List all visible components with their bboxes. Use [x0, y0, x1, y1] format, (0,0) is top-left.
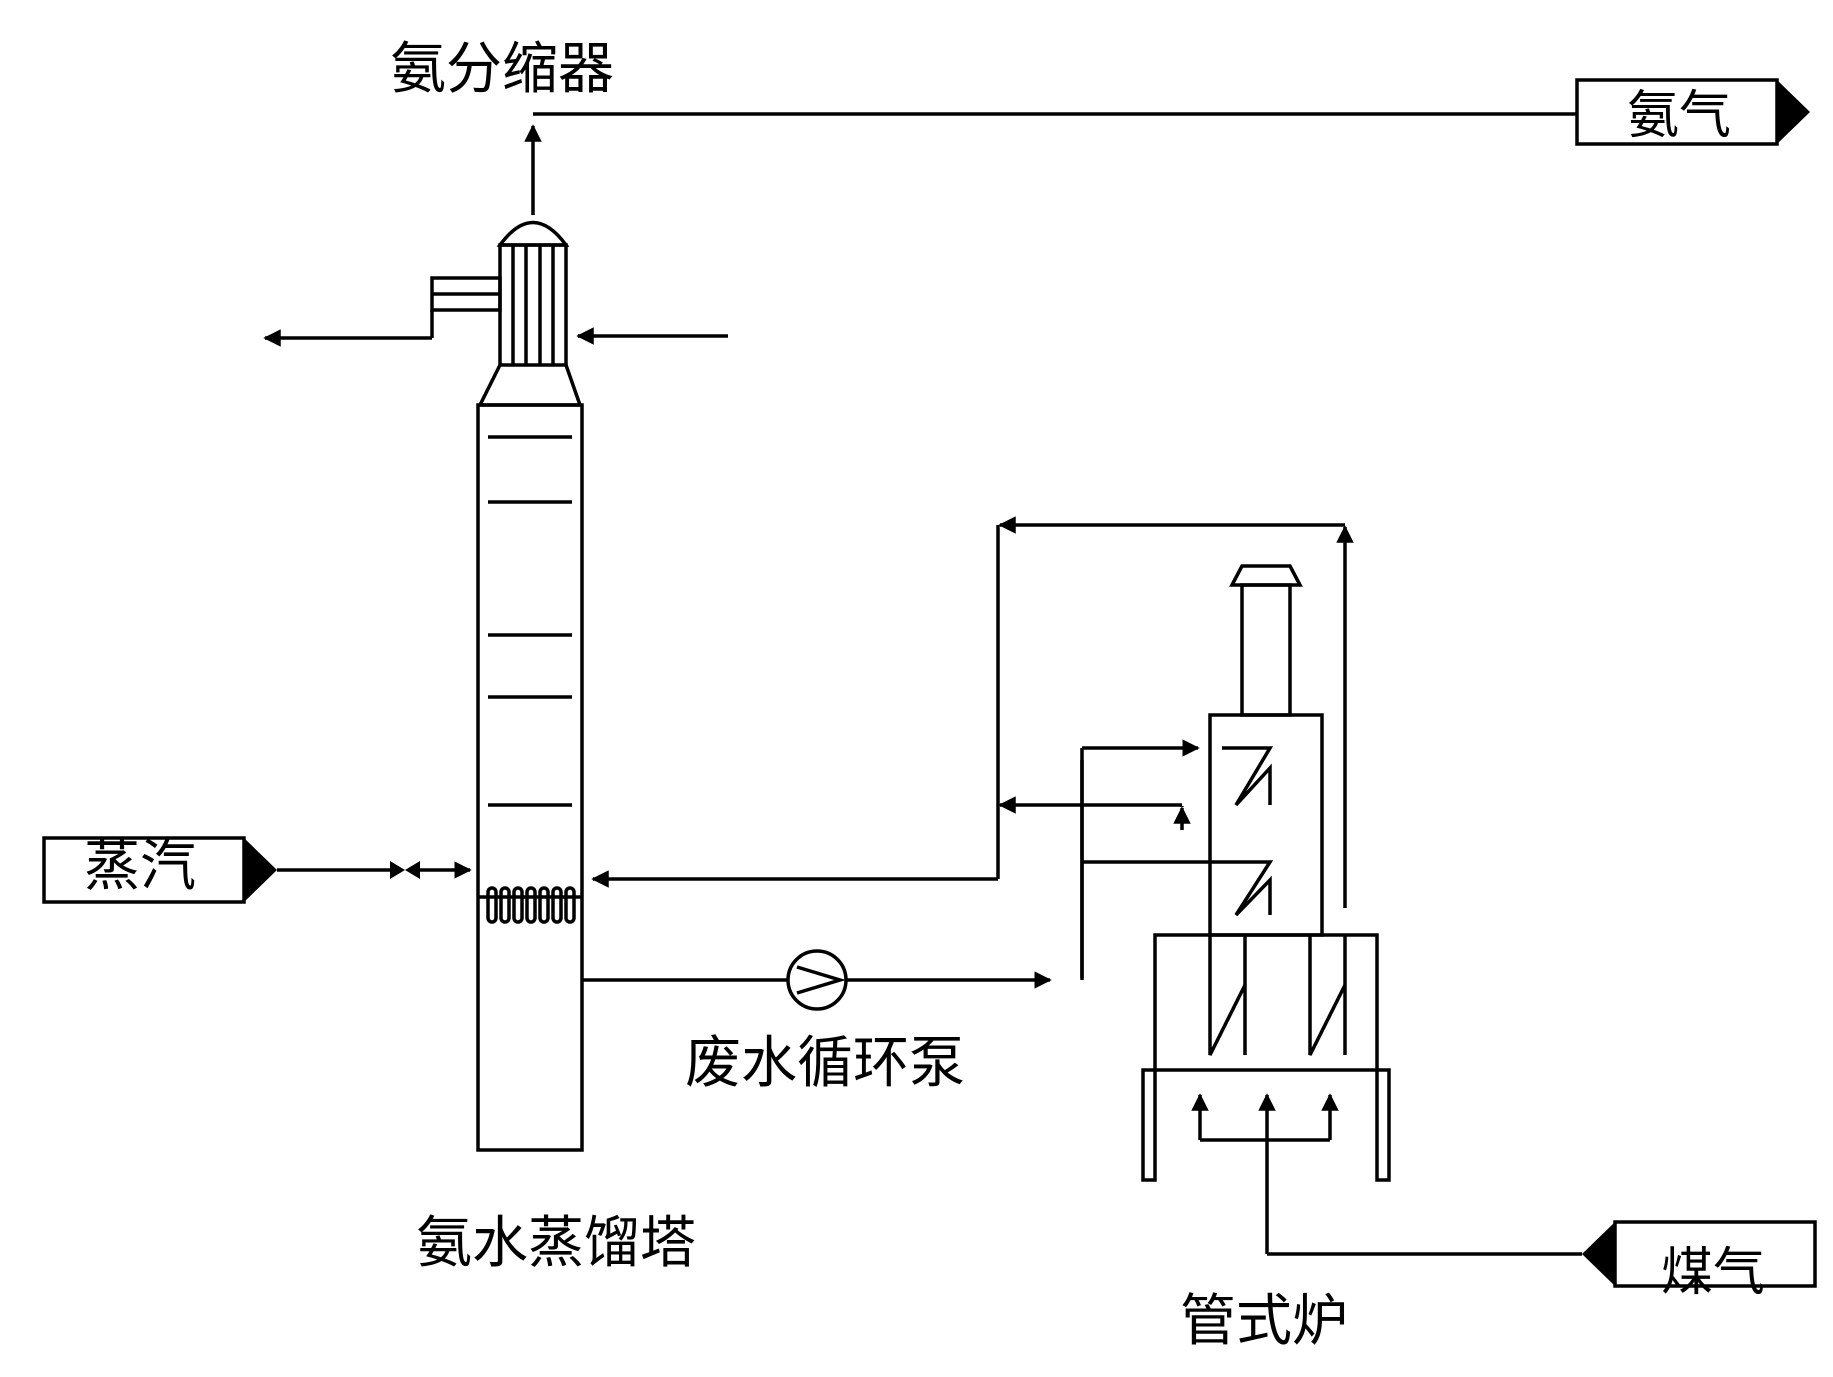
stripper-label: 氨水蒸馏塔 [416, 1211, 696, 1276]
pump-discharge-line [582, 739, 1222, 989]
coal-gas-line [1265, 1140, 1582, 1256]
ammonia-gas-label: 氨气 [1627, 86, 1731, 146]
coal-gas-tag [1582, 1220, 1817, 1288]
dephlegmator [263, 220, 728, 367]
steam-tag [42, 836, 277, 904]
tube-furnace [1141, 564, 1391, 1182]
coal-gas-label: 煤气 [1661, 1243, 1765, 1303]
ammonia-stripper-column [476, 364, 584, 1152]
wastewater-pump [786, 949, 848, 1011]
ammonia-gas-tag [1575, 78, 1810, 146]
furnace-return-line [591, 516, 1354, 908]
pump-label: 废水循环泵 [685, 1031, 965, 1096]
furnace-label: 管式炉 [1180, 1289, 1348, 1354]
ammonia-vapor-line [524, 112, 1577, 215]
steam-label: 蒸汽 [84, 834, 196, 899]
steam-inlet-line [277, 861, 472, 879]
dephlegmator-label: 氨分缩器 [390, 37, 614, 102]
